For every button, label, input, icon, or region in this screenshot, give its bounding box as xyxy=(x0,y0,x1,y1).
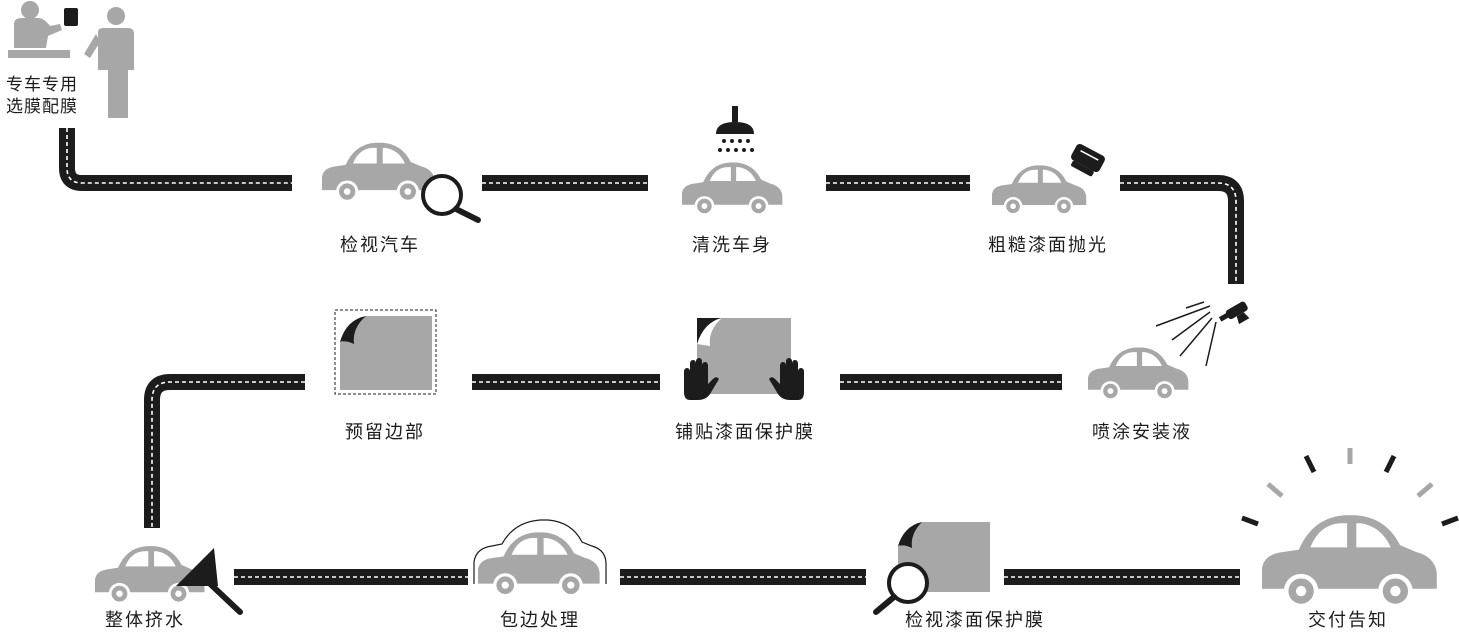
step-label-6: 预留边部 xyxy=(345,422,425,443)
car-delivery-icon xyxy=(1241,448,1459,609)
film-inspect-icon xyxy=(873,522,990,615)
step-label-10: 交付告知 xyxy=(1308,610,1388,631)
car-inspect-icon xyxy=(322,142,481,223)
step-label-2: 清洗车身 xyxy=(692,235,772,256)
step-label-4: 喷涂安装液 xyxy=(1092,422,1192,443)
road-segment-6 xyxy=(144,374,305,528)
car-wash-icon xyxy=(682,106,783,216)
car-spray-icon xyxy=(1088,301,1250,401)
road-segment-start xyxy=(59,128,292,191)
step-label-9: 检视漆面保护膜 xyxy=(905,610,1045,631)
car-squeegee-icon xyxy=(95,546,243,615)
film-selection-service-icon xyxy=(8,1,134,118)
step-label-5: 铺贴漆面保护膜 xyxy=(675,422,815,443)
step-label-8: 包边处理 xyxy=(500,610,580,631)
film-edge-reserve-icon xyxy=(334,309,437,395)
road-segment-3 xyxy=(1120,175,1244,284)
car-edge-wrap-icon xyxy=(473,519,607,598)
film-apply-icon xyxy=(684,318,804,400)
start-label-line1: 专车专用 xyxy=(6,75,78,95)
start-label-line2: 选膜配膜 xyxy=(6,97,78,117)
step-label-7: 整体挤水 xyxy=(105,610,185,631)
road-network xyxy=(59,128,1244,585)
car-polish-icon xyxy=(992,143,1105,216)
step-label-1: 检视汽车 xyxy=(340,235,420,256)
step-label-3: 粗糙漆面抛光 xyxy=(988,235,1108,256)
